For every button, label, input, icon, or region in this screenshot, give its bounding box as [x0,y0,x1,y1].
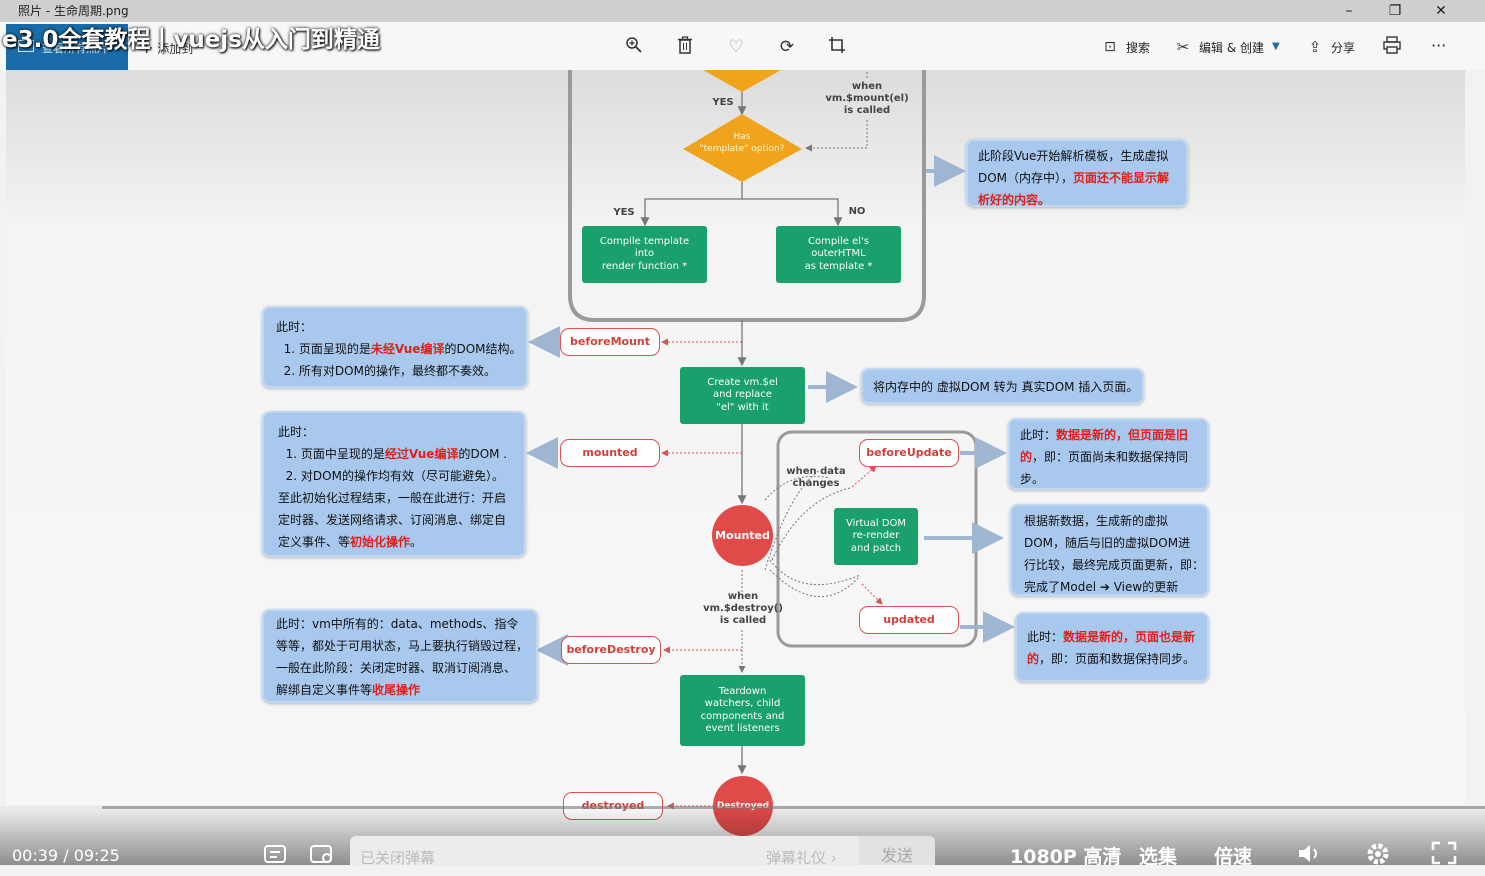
note-patch: 根据新数据，生成新的虚拟 DOM，随后与旧的虚拟DOM进 行比较，最终完成页面更… [1010,504,1209,596]
when-destroy-label: when vm.$destroy() is called [703,591,783,626]
no-branch-label: NO [848,206,866,217]
speed-button[interactable]: 倍速 [1214,846,1253,868]
compile-template-box: Compile template into render function * [582,226,707,283]
view-all-label: 查看所有照片 [42,42,108,55]
episodes-button[interactable]: 选集 [1139,846,1178,868]
note-template-parsing: 此阶段Vue开始解析模板，生成虚拟 DOM（内存中），页面还不能显示解 析好的内… [966,139,1188,207]
close-icon[interactable]: ✕ [1435,3,1447,19]
settings-gear-icon[interactable] [1364,841,1392,865]
share-icon[interactable]: ⇪ [1308,38,1322,56]
photo-toolbar [0,22,1485,70]
note-before-mount: 此时： 1. 页面呈现的是未经Vue编译的DOM结构。 2. 所有对DOM的操作… [262,306,528,388]
chevron-down-icon[interactable]: ▼ [1272,41,1280,52]
share-button[interactable]: 分享 [1331,41,1356,55]
edit-create-button[interactable]: 编辑 & 创建 [1199,41,1264,55]
create-el-box: Create vm.$el and replace "el" with it [680,367,805,424]
video-title: e3.0全套教程丨vuejs从入门到精通 [2,27,380,53]
before-destroy-hook: beforeDestroy [561,636,661,664]
progress-bar[interactable] [0,806,1485,809]
note-before-destroy: 此时：vm中所有的：data、methods、指令 等等，都处于可用状态，马上要… [262,609,538,703]
add-to-label: 添加到 [157,42,194,56]
print-icon[interactable] [1381,36,1403,58]
danmaku-input[interactable] [350,836,935,865]
more-options-button[interactable]: ··· [1431,36,1447,55]
before-update-hook: beforeUpdate [859,439,959,467]
time-display: 00:39 / 09:25 [12,846,120,865]
when-data-changes-label: when data changes [786,466,846,489]
crop-icon[interactable] [826,36,848,58]
window-title: 照片 - 生命周期.png [18,4,129,18]
rotate-icon[interactable]: ⟳ [779,37,795,57]
note-before-update: 此时：数据是新的，但页面是旧 的，即：页面尚未和数据保持同 步。 [1008,418,1209,490]
compile-el-box: Compile el's outerHTML as template * [776,226,901,283]
duration: 09:25 [73,846,120,865]
danmaku-toggle-icon[interactable] [263,842,289,865]
yes-branch-label: YES [613,207,635,218]
note-insert-dom: 将内存中的 虚拟DOM 转为 真实DOM 插入页面。 [861,368,1144,404]
plus-icon: + [140,38,154,57]
yes-label: YES [712,97,734,108]
virtual-dom-box: Virtual DOM re-render and patch [834,508,918,565]
updated-hook: updated [859,606,959,634]
search-button[interactable]: 搜索 [1126,41,1151,55]
danmaku-settings-icon[interactable] [309,842,335,865]
send-button[interactable]: 发送 [859,836,935,865]
has-template-label: Has "template" option? [699,132,785,154]
danmaku-placeholder: 已关闭弹幕 [360,849,436,867]
note-mounted: 此时： 1. 页面中呈现的是经过Vue编译的DOM . 2. 对DOM的操作均有… [262,411,526,557]
before-mount-hook: beforeMount [560,328,660,356]
edit-icon[interactable]: ✂ [1176,38,1190,56]
danmaku-etiquette-link[interactable]: 弹幕礼仪 › [766,849,837,867]
add-to-button[interactable]: + 添加到 [140,38,193,57]
view-all-photos-button[interactable] [6,24,128,70]
zoom-in-icon[interactable] [623,36,645,58]
time-separator: / [63,846,69,865]
teardown-box: Teardown watchers, child components and … [680,675,805,746]
heart-icon[interactable]: ♡ [728,37,744,57]
mounted-hook: mounted [560,439,660,467]
photos-icon [18,40,34,52]
fullscreen-icon[interactable] [1430,840,1458,865]
trash-icon[interactable] [674,36,696,58]
restore-icon[interactable]: ❐ [1388,3,1402,19]
quality-button[interactable]: 1080P 高清 [1010,846,1122,868]
minimize-icon[interactable]: – [1345,3,1353,19]
volume-icon[interactable] [1296,842,1324,865]
current-time: 00:39 [12,846,59,865]
search-icon[interactable]: ⊡ [1104,39,1116,55]
note-updated: 此时：数据是新的，页面也是新 的，即：页面和数据保持同步。 [1015,612,1209,682]
window-titlebar [0,0,1485,22]
mounted-state-circle: Mounted [712,505,773,566]
progress-bar-fill [0,806,103,809]
when-mount-label: when vm.$mount(el) is called [825,81,909,116]
